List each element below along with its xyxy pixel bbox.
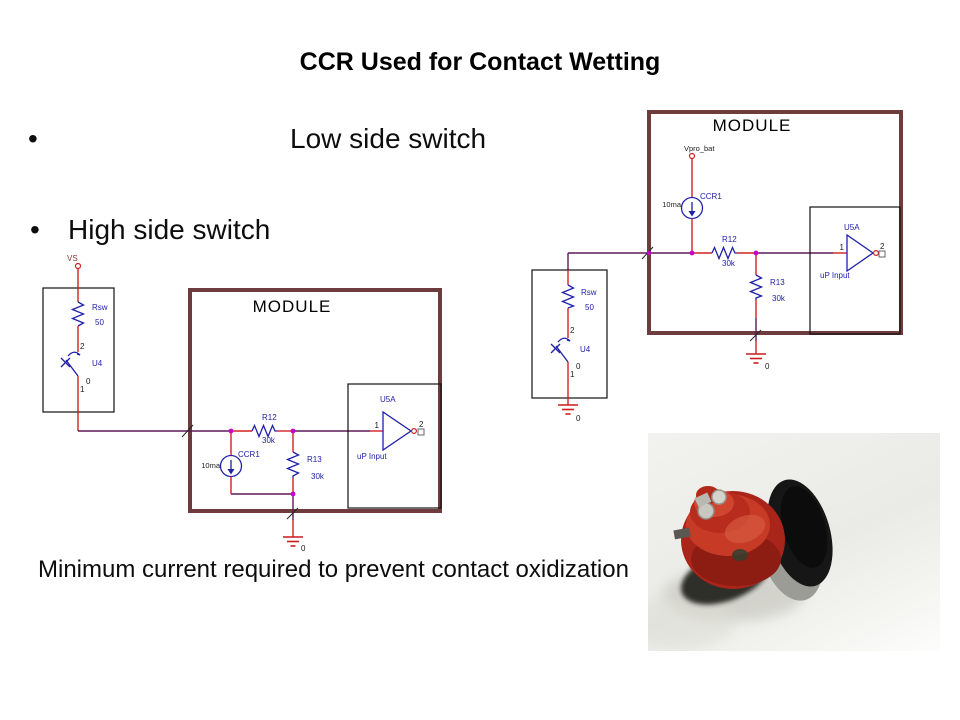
resistor-name: R13 — [770, 278, 785, 287]
bullet-marker: • — [28, 123, 38, 154]
ground-label: 0 — [765, 362, 770, 371]
ground-symbol: 0 — [283, 520, 306, 553]
switch-state: 0 — [576, 362, 581, 371]
resistor-name: Rsw — [581, 288, 597, 297]
bullet-low-side-switch: • Low side switch — [28, 123, 486, 155]
supply-node — [74, 262, 82, 270]
opamp-name: U5A — [380, 395, 396, 404]
opamp-label: uP Input — [357, 452, 387, 461]
module-box — [188, 288, 442, 513]
horn-terminals — [673, 489, 727, 540]
source-name: CCR1 — [700, 192, 722, 201]
opamp-name: U5A — [844, 223, 860, 232]
supply-label: VS — [67, 254, 78, 263]
horn-photo — [625, 433, 940, 651]
junction-dots — [228, 428, 296, 497]
switch-name: U4 — [580, 345, 591, 354]
bullet-label: High side switch — [68, 214, 271, 245]
r12-resistor: R12 30k — [692, 235, 756, 268]
u5a-opamp: U5A 1 2 uP Input — [357, 395, 425, 461]
resistor-value: 50 — [95, 318, 104, 327]
u5a-opamp: U5A 1 2 uP Input — [820, 223, 886, 280]
switch-state: 0 — [86, 377, 91, 386]
resistor-value: 30k — [262, 436, 276, 445]
resistor-name: R12 — [262, 413, 277, 422]
u4-switch: 2 U4 0 1 — [60, 342, 103, 431]
opamp-box — [347, 383, 442, 509]
source-name: CCR1 — [238, 450, 260, 459]
bullet-label: Low side switch — [290, 123, 487, 154]
ground-label: 0 — [576, 414, 581, 423]
switch-box — [531, 269, 608, 399]
slide-title: CCR Used for Contact Wetting — [299, 48, 661, 76]
switch-name: U4 — [92, 359, 103, 368]
switch-pin-top: 2 — [80, 342, 85, 351]
switch-pin-bottom: 1 — [80, 385, 85, 394]
supply-label: Vpro_bat — [684, 144, 715, 153]
ground-label: 0 — [301, 544, 306, 553]
rsw-resistor: Rsw 50 — [560, 270, 597, 338]
opamp-output-node — [411, 428, 418, 435]
switch-pin-bottom: 1 — [570, 370, 575, 379]
opamp-pin-out: 2 — [419, 420, 424, 429]
opamp-output-node — [872, 250, 879, 257]
r12-resistor: R12 30k — [231, 413, 293, 445]
ccr1-current-source: CCR1 10ma — [662, 158, 722, 253]
port-icon — [417, 428, 425, 436]
resistor-value: 30k — [311, 472, 325, 481]
r13-resistor: R13 30k — [748, 253, 786, 318]
ground-symbol: 0 — [746, 341, 770, 371]
switch-pin-top: 2 — [570, 326, 575, 335]
bullet-high-side-switch: • High side switch — [30, 214, 270, 246]
bullet-marker: • — [30, 214, 40, 245]
supply-node — [688, 152, 696, 160]
right-circuit-schematic: MODULE Vpro_bat CCR1 10ma — [531, 110, 903, 423]
horn-illustration — [625, 479, 833, 649]
slide-caption: Minimum current required to prevent cont… — [38, 556, 629, 583]
opamp-pin-out: 2 — [880, 242, 885, 251]
horn-bell — [758, 479, 833, 601]
left-circuit-schematic: VS Rsw 50 2 U4 0 1 MODULE — [42, 254, 442, 553]
resistor-value: 30k — [722, 259, 736, 268]
ground-symbol: 0 — [558, 398, 581, 423]
opamp-box — [809, 206, 901, 335]
resistor-name: Rsw — [92, 303, 108, 312]
u4-switch: 2 U4 0 1 — [550, 326, 591, 398]
rsw-resistor: Rsw 50 — [70, 268, 108, 352]
opamp-pin-in: 1 — [840, 243, 845, 252]
junction-dots — [646, 250, 759, 256]
wires — [78, 424, 370, 520]
port-icon — [878, 250, 886, 258]
resistor-value: 50 — [585, 303, 594, 312]
resistor-name: R13 — [307, 455, 322, 464]
source-current: 10ma — [201, 461, 221, 470]
shadow — [625, 597, 735, 649]
opamp-pin-in: 1 — [375, 421, 380, 430]
opamp-label: uP Input — [820, 271, 850, 280]
ccr1-current-source: CCR1 10ma — [201, 431, 260, 494]
module-label: MODULE — [713, 116, 792, 135]
module-label: MODULE — [253, 297, 332, 316]
resistor-name: R12 — [722, 235, 737, 244]
wires — [567, 246, 833, 342]
source-current: 10ma — [662, 200, 682, 209]
module-box — [647, 110, 903, 335]
resistor-value: 30k — [772, 294, 786, 303]
r13-resistor: R13 30k — [285, 431, 325, 494]
